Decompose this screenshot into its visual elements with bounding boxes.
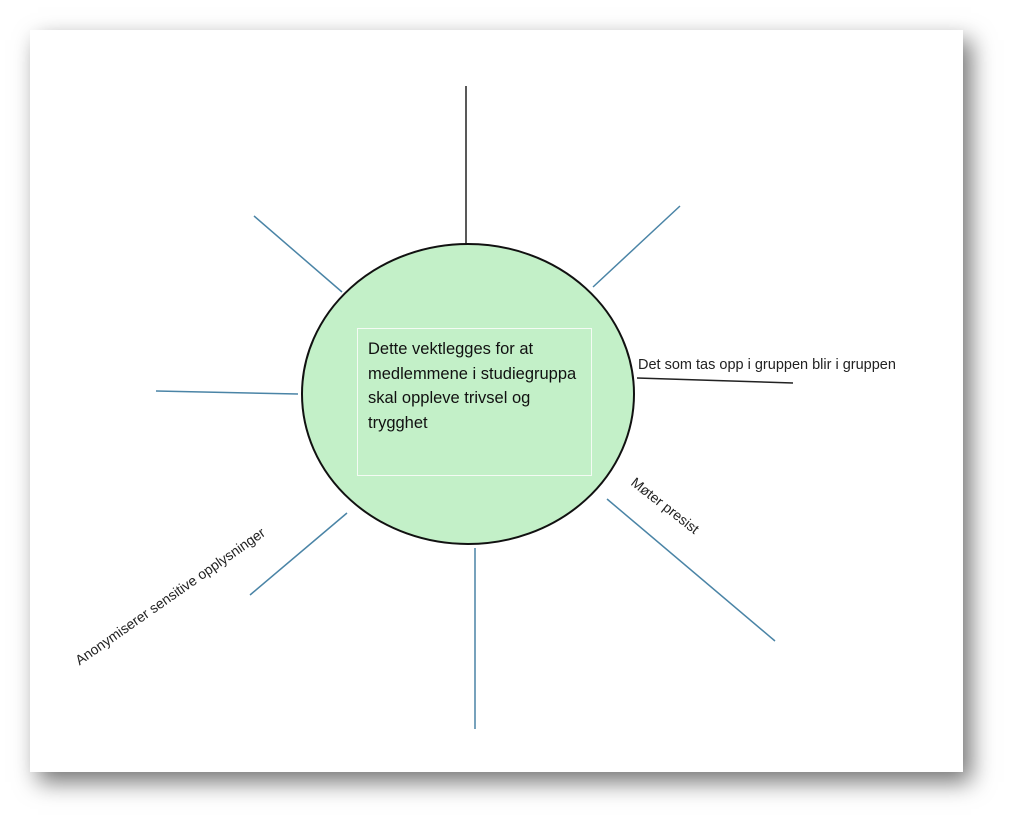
spoke-left	[155, 390, 299, 395]
spoke-upper-left	[253, 215, 343, 293]
center-circle	[301, 243, 635, 545]
spoke-right	[636, 377, 794, 384]
center-text: Dette vektlegges for at medlemmene i stu…	[357, 328, 592, 476]
spoke-lower-left	[249, 512, 348, 596]
spoke-upper-right	[592, 205, 681, 288]
spoke-lower-right	[606, 498, 776, 642]
label-confidentiality: Det som tas opp i gruppen blir i gruppen	[638, 357, 896, 373]
